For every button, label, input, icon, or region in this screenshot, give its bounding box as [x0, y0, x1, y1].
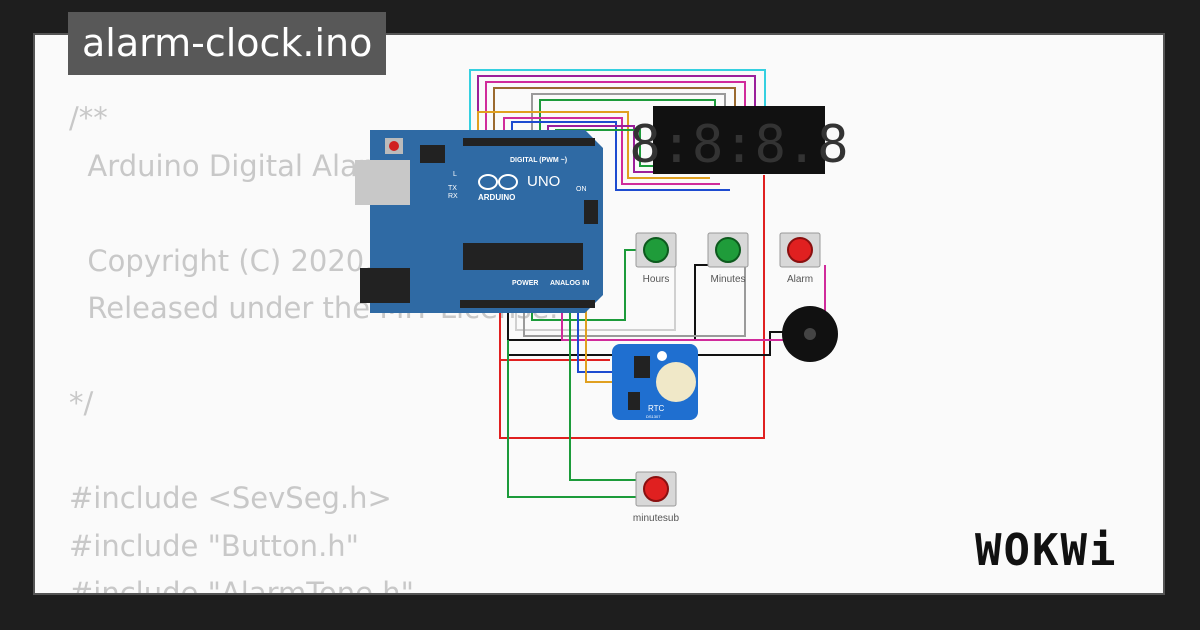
- button-label-alarm: Alarm: [787, 274, 813, 285]
- buzzer[interactable]: [782, 306, 838, 362]
- on-label: ON: [576, 186, 587, 193]
- digital-label: DIGITAL (PWM ~): [510, 157, 567, 164]
- button-label-hours: Hours: [643, 274, 670, 285]
- code-line: #include "AlarmTone.h": [69, 576, 414, 595]
- rtc-module[interactable]: RTC DS1307: [612, 344, 698, 420]
- rtc-label: RTC: [648, 404, 665, 413]
- button-cap-minutesub: [643, 476, 669, 502]
- analog-label: ANALOG IN: [550, 280, 589, 287]
- button-cap-alarm: [787, 237, 813, 263]
- button-alarm[interactable]: Alarm: [779, 232, 821, 285]
- tx-label: TX: [448, 185, 457, 192]
- rx-label: RX: [448, 193, 458, 200]
- arduino-infinity-icon: [478, 174, 518, 190]
- button-cap-minutes: [715, 237, 741, 263]
- board-brand: ARDUINO: [478, 193, 515, 202]
- seven-segment-display[interactable]: 8:8:8.8: [629, 106, 849, 175]
- display-digits: 8:8:8.8: [629, 115, 848, 175]
- rtc-sub: DS1307: [646, 414, 661, 419]
- project-title: alarm-clock.ino: [68, 12, 387, 75]
- code-line: #include <SevSeg.h>: [69, 481, 392, 515]
- board-model: UNO: [527, 173, 560, 190]
- button-label-minutes: Minutes: [710, 274, 745, 285]
- button-hours[interactable]: Hours: [635, 232, 677, 285]
- code-line: #include "Button.h": [69, 528, 359, 563]
- power-label: POWER: [512, 280, 538, 287]
- arduino-uno-board[interactable]: DIGITAL (PWM ~) POWER ANALOG IN UNO ARDU…: [355, 130, 603, 313]
- button-cap-hours: [643, 237, 669, 263]
- code-line: */: [69, 386, 94, 420]
- button-minutes[interactable]: Minutes: [707, 232, 749, 285]
- code-line: /**: [69, 101, 108, 135]
- button-minutesub[interactable]: minutesub: [633, 471, 680, 524]
- button-label-minutesub: minutesub: [633, 513, 680, 524]
- wokwi-logo: WOKWi: [975, 525, 1118, 576]
- l-label: L: [453, 171, 457, 178]
